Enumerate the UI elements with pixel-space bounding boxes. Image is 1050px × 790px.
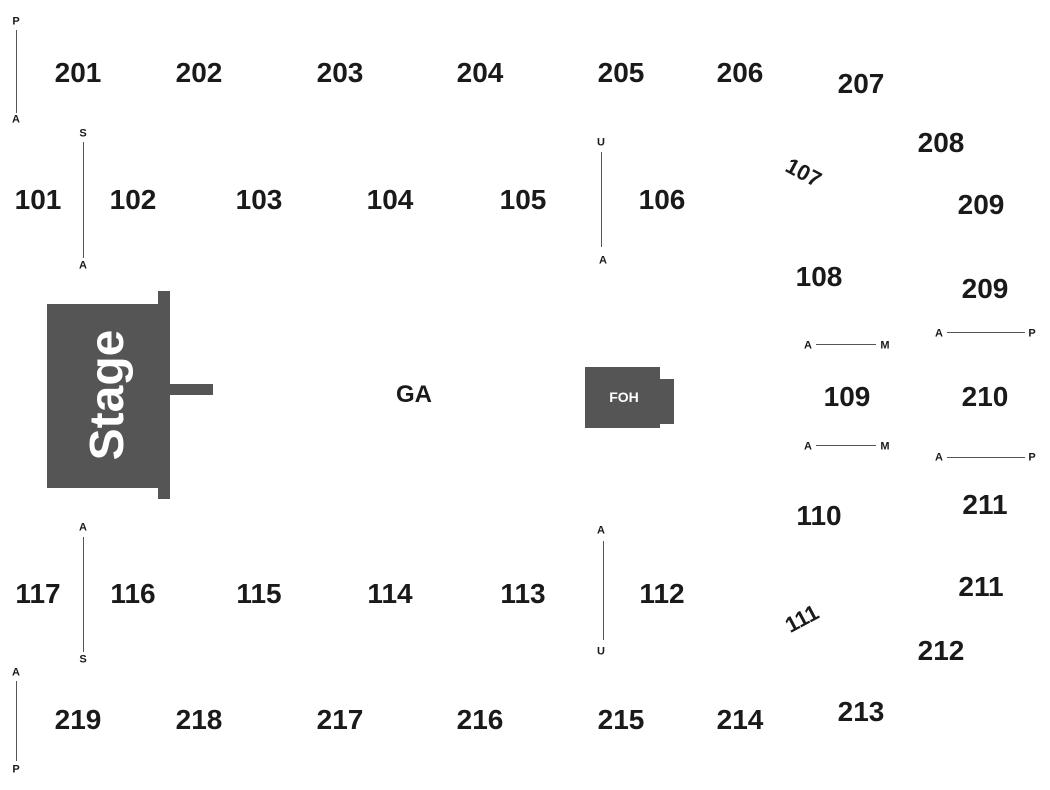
section-106[interactable]: 106 bbox=[638, 184, 686, 215]
section-212[interactable]: 212 bbox=[917, 635, 965, 666]
row-marker-p: P bbox=[1028, 451, 1036, 464]
section-205[interactable]: 205 bbox=[597, 57, 645, 88]
section-107[interactable]: 107 bbox=[781, 152, 826, 193]
section-208[interactable]: 208 bbox=[917, 127, 965, 158]
row-marker-s: S bbox=[79, 127, 87, 140]
section-112[interactable]: 112 bbox=[639, 578, 685, 609]
section-211[interactable]: 211 bbox=[958, 571, 1004, 602]
foh-booth bbox=[585, 367, 660, 428]
section-114[interactable]: 114 bbox=[367, 578, 413, 609]
section-201[interactable]: 201 bbox=[54, 57, 102, 88]
row-marker-a: A bbox=[12, 113, 20, 126]
stage-runway bbox=[170, 384, 213, 395]
row-marker-a: A bbox=[79, 521, 87, 534]
section-108[interactable]: 108 bbox=[795, 261, 843, 292]
row-marker-a: A bbox=[935, 327, 943, 340]
row-marker-a: A bbox=[935, 451, 943, 464]
section-113[interactable]: 113 bbox=[500, 578, 546, 609]
row-divider bbox=[603, 541, 604, 640]
row-divider bbox=[83, 142, 84, 258]
section-110[interactable]: 110 bbox=[796, 500, 842, 531]
row-marker-a: A bbox=[804, 339, 812, 352]
row-divider bbox=[816, 445, 876, 446]
section-207[interactable]: 207 bbox=[837, 68, 885, 99]
section-102[interactable]: 102 bbox=[109, 184, 157, 215]
section-214[interactable]: 214 bbox=[716, 704, 764, 735]
row-marker-u: U bbox=[597, 136, 605, 149]
section-117[interactable]: 117 bbox=[15, 578, 61, 609]
section-115[interactable]: 115 bbox=[236, 578, 282, 609]
row-divider bbox=[83, 537, 84, 652]
row-marker-m: M bbox=[880, 440, 890, 453]
ga-label[interactable]: GA bbox=[396, 381, 432, 408]
row-marker-u: U bbox=[597, 645, 605, 658]
section-111[interactable]: 111 bbox=[780, 599, 823, 638]
row-marker-p: P bbox=[1028, 327, 1036, 340]
row-marker-p: P bbox=[12, 763, 20, 776]
row-marker-m: M bbox=[880, 339, 890, 352]
foh-booth-extension bbox=[660, 379, 674, 424]
row-marker-p: P bbox=[12, 15, 20, 28]
section-204[interactable]: 204 bbox=[456, 57, 504, 88]
stage-wing bbox=[158, 291, 170, 499]
section-215[interactable]: 215 bbox=[597, 704, 645, 735]
section-216[interactable]: 216 bbox=[456, 704, 504, 735]
row-marker-s: S bbox=[79, 653, 87, 666]
section-116[interactable]: 116 bbox=[110, 578, 156, 609]
row-divider bbox=[16, 681, 17, 761]
section-209[interactable]: 209 bbox=[961, 273, 1009, 304]
row-marker-a: A bbox=[79, 259, 87, 272]
section-203[interactable]: 203 bbox=[316, 57, 364, 88]
row-marker-a: A bbox=[599, 254, 607, 267]
stage-label: Stage bbox=[81, 329, 134, 461]
row-divider bbox=[947, 457, 1025, 458]
row-divider bbox=[601, 152, 602, 247]
section-209[interactable]: 209 bbox=[957, 189, 1005, 220]
foh-label: FOH bbox=[609, 389, 639, 405]
row-marker-a: A bbox=[597, 524, 605, 537]
section-210[interactable]: 210 bbox=[961, 381, 1009, 412]
section-217[interactable]: 217 bbox=[316, 704, 364, 735]
section-105[interactable]: 105 bbox=[499, 184, 547, 215]
section-213[interactable]: 213 bbox=[837, 696, 885, 727]
row-divider bbox=[816, 344, 876, 345]
row-marker-a: A bbox=[12, 666, 20, 679]
row-marker-a: A bbox=[804, 440, 812, 453]
section-103[interactable]: 103 bbox=[235, 184, 283, 215]
section-211[interactable]: 211 bbox=[962, 489, 1008, 520]
section-104[interactable]: 104 bbox=[366, 184, 414, 215]
stage[interactable] bbox=[47, 304, 158, 488]
section-218[interactable]: 218 bbox=[175, 704, 223, 735]
section-109[interactable]: 109 bbox=[823, 381, 871, 412]
row-divider bbox=[947, 332, 1025, 333]
section-219[interactable]: 219 bbox=[54, 704, 102, 735]
row-divider bbox=[16, 30, 17, 113]
section-206[interactable]: 206 bbox=[716, 57, 764, 88]
section-101[interactable]: 101 bbox=[14, 184, 62, 215]
section-202[interactable]: 202 bbox=[175, 57, 223, 88]
